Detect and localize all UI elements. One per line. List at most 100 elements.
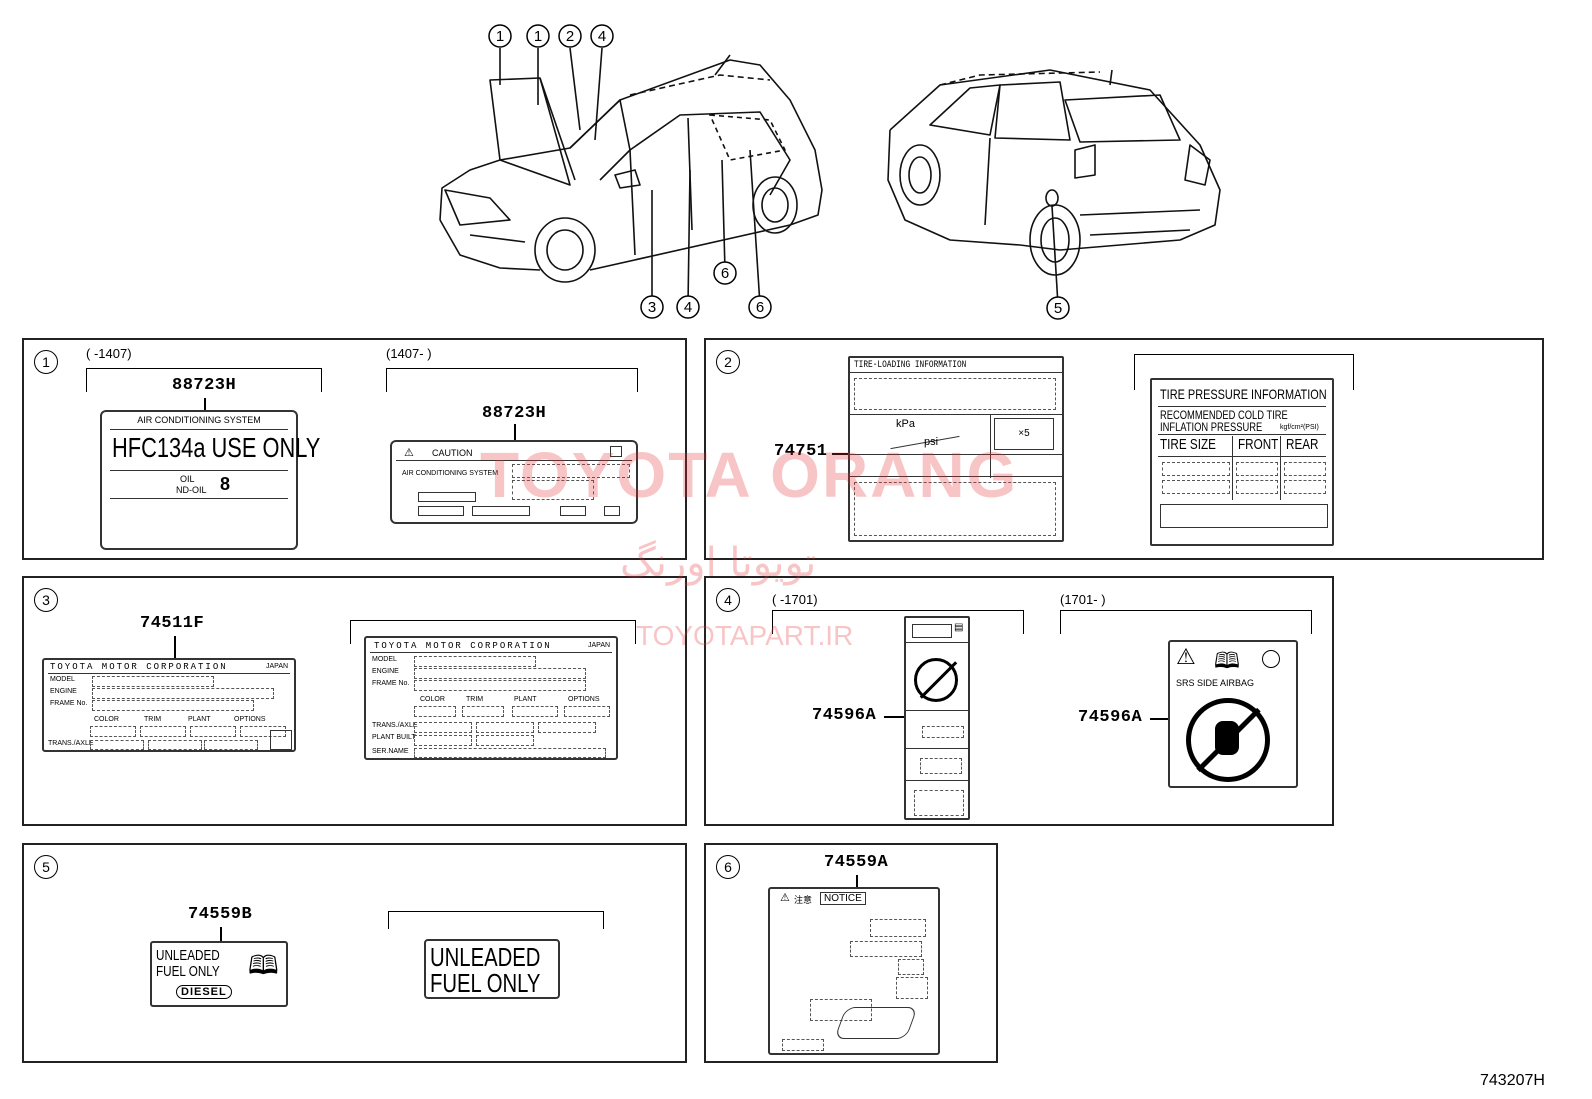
front-callout-6a: 6 xyxy=(721,265,729,282)
plate-b-trans: TRANS./AXLE xyxy=(372,722,418,729)
unleaded-line2: FUEL ONLY xyxy=(156,963,220,980)
plate-b-country: JAPAN xyxy=(588,642,611,649)
front-callout-1a: 1 xyxy=(496,28,504,45)
panel-4: 4 ( -1701) 74596A ▤ (1701- ) 74596A ⚠ 🕮 … xyxy=(704,576,1334,826)
front-callout-4b: 4 xyxy=(684,299,692,316)
plate-b-options: OPTIONS xyxy=(568,696,600,703)
panel-6-part: 74559A xyxy=(824,853,889,872)
manual-book-icon: 🕮 xyxy=(248,950,279,980)
tire-car-icon: ×5 xyxy=(994,418,1054,450)
panel-1-range-b: (1407- ) xyxy=(386,346,432,361)
panel-2: 2 74751 TIRE-LOADING INFORMATION kPa psi… xyxy=(704,338,1544,560)
tire-pressure-line1: RECOMMENDED COLD TIRE xyxy=(1160,408,1288,422)
panel-4-bracket-b xyxy=(1060,610,1312,634)
caution-ac-text: AIR CONDITIONING SYSTEM xyxy=(402,470,499,477)
unleaded-b-line1: UNLEADED xyxy=(430,942,541,972)
plate-a-company: TOYOTA MOTOR CORPORATION xyxy=(50,662,228,672)
plate-b-plant-built: PLANT BUILT xyxy=(372,734,416,741)
plate-b-plant: PLANT xyxy=(514,696,537,703)
psi-text: psi xyxy=(924,436,939,448)
plate-a-country: JAPAN xyxy=(266,663,289,670)
ac-label-header: AIR CONDITIONING SYSTEM xyxy=(137,415,261,425)
plate-b-frame: FRAME No. xyxy=(372,680,410,687)
panel-4-number: 4 xyxy=(716,588,740,612)
circle-icon xyxy=(1262,650,1280,668)
plate-b-trim: TRIM xyxy=(466,696,484,703)
vin-plate-a: TOYOTA MOTOR CORPORATION JAPAN MODEL ENG… xyxy=(42,658,296,752)
panel-1-part-b: 88723H xyxy=(482,404,547,423)
notice-jp: 注意 xyxy=(794,895,813,905)
tire-pressure-unit: kgf/cm²(PSI) xyxy=(1280,424,1319,431)
vin-plate-b: TOYOTA MOTOR CORPORATION JAPAN MODEL ENG… xyxy=(364,636,618,760)
notice-text: NOTICE xyxy=(820,892,866,905)
front-callout-6b: 6 xyxy=(756,299,764,316)
front-callout-1b: 1 xyxy=(534,28,542,45)
plate-a-color: COLOR xyxy=(94,716,119,723)
col-tire-size: TIRE SIZE xyxy=(1160,436,1216,453)
panel-4-part-a: 74596A xyxy=(812,706,877,725)
unleaded-line1: UNLEADED xyxy=(156,947,220,964)
label-tire-loading: TIRE-LOADING INFORMATION kPa psi ×5 xyxy=(848,356,1064,542)
front-callout-2: 2 xyxy=(566,28,574,45)
panel-2-part: 74751 xyxy=(774,442,828,461)
panel-2-bracket xyxy=(1134,354,1354,390)
rear-callout-5: 5 xyxy=(1054,300,1062,317)
panel-1: 1 ( -1407) 88723H AIR CONDITIONING SYSTE… xyxy=(22,338,687,560)
car-diagram-icon xyxy=(834,1007,918,1039)
panel-4-range-a: ( -1701) xyxy=(772,592,818,607)
manual-book-icon: 🕮 xyxy=(1214,648,1240,673)
plate-a-trim: TRIM xyxy=(144,716,162,723)
diesel-logo: DIESEL xyxy=(176,985,232,999)
plate-b-color: COLOR xyxy=(420,696,445,703)
plate-a-model: MODEL xyxy=(50,676,75,683)
kpa-text: kPa xyxy=(896,418,915,430)
ac-label-oil: OIL xyxy=(180,474,195,484)
label-notice: ⚠ 注意 NOTICE xyxy=(768,887,940,1055)
plate-b-company: TOYOTA MOTOR CORPORATION xyxy=(374,641,552,651)
plate-a-plant: PLANT xyxy=(188,716,211,723)
label-ac-hfc134a: AIR CONDITIONING SYSTEM HFC134a USE ONLY… xyxy=(100,410,320,550)
front-callout-4a: 4 xyxy=(598,28,606,45)
panel-1-bracket-b xyxy=(386,368,638,392)
panel-2-number: 2 xyxy=(716,350,740,374)
panel-1-number: 1 xyxy=(34,350,58,374)
warning-triangle-icon: ⚠ xyxy=(404,447,414,459)
panel-4-range-b: (1701- ) xyxy=(1060,592,1106,607)
warning-triangle-icon: ⚠ xyxy=(780,892,790,904)
plate-a-trans: TRANS./AXLE xyxy=(48,740,94,747)
rear-car-illustration: 5 xyxy=(887,69,1221,320)
panel-5-part: 74559B xyxy=(188,905,253,924)
no-child-seat-icon xyxy=(914,658,958,702)
label-srs-side-airbag: ⚠ 🕮 SRS SIDE AIRBAG xyxy=(1168,640,1298,788)
srs-side-airbag-text: SRS SIDE AIRBAG xyxy=(1176,678,1255,688)
panel-3-number: 3 xyxy=(34,588,58,612)
tire-pressure-title: TIRE PRESSURE INFORMATION xyxy=(1160,386,1327,402)
panel-6: 6 74559A ⚠ 注意 NOTICE xyxy=(704,843,998,1063)
front-car-illustration: 1 1 2 4 3 4 6 6 xyxy=(439,24,823,319)
drawing-number: 743207H xyxy=(1480,1072,1545,1089)
plate-b-model: MODEL xyxy=(372,656,397,663)
col-front: FRONT xyxy=(1238,436,1279,453)
panel-5-bracket xyxy=(388,911,604,929)
panel-1-bracket-a xyxy=(86,368,322,392)
label-unleaded-diesel: UNLEADED FUEL ONLY 🕮 DIESEL xyxy=(150,941,288,1007)
panel-1-part-a: 88723H xyxy=(172,376,237,395)
panel-5: 5 74559B UNLEADED FUEL ONLY 🕮 DIESEL UNL… xyxy=(22,843,687,1063)
ac-label-big-text: HFC134a USE ONLY xyxy=(112,432,321,463)
ac-label-ndnum: 8 xyxy=(220,474,231,494)
panel-4-part-b: 74596A xyxy=(1078,708,1143,727)
label-srs-narrow: ▤ xyxy=(904,616,970,820)
front-callout-3: 3 xyxy=(648,299,656,316)
panel-4-bracket-a xyxy=(772,610,1024,634)
manual-icon: ▤ xyxy=(954,622,964,633)
plate-a-engine: ENGINE xyxy=(50,688,77,695)
label-ac-caution: ⚠ CAUTION AIR CONDITIONING SYSTEM xyxy=(390,440,638,524)
panel-5-number: 5 xyxy=(34,855,58,879)
plate-b-engine: ENGINE xyxy=(372,668,399,675)
plate-b-serial: SER.NAME xyxy=(372,748,409,755)
plate-a-options: OPTIONS xyxy=(234,716,266,723)
panel-1-range-a: ( -1407) xyxy=(86,346,132,361)
tire-pressure-line2: INFLATION PRESSURE xyxy=(1160,420,1263,434)
ac-label-ndoil: ND-OIL xyxy=(176,485,207,495)
label-unleaded-plain: UNLEADED FUEL ONLY xyxy=(424,939,560,999)
